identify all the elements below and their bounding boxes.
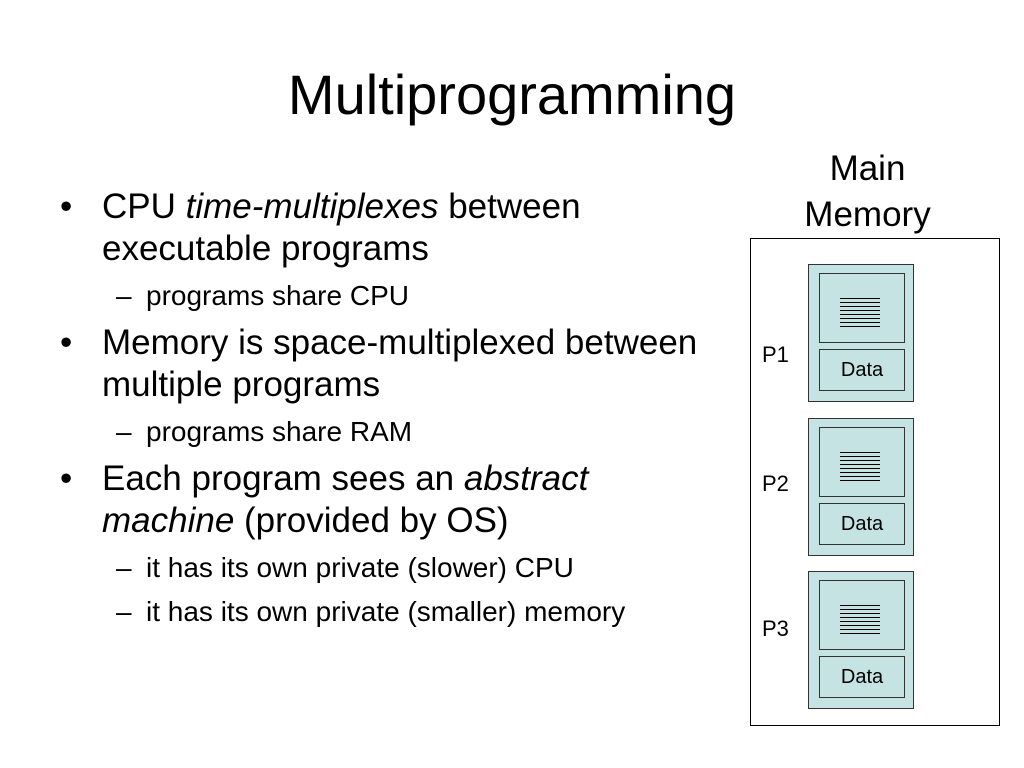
sub-bullet-marker: – [116, 552, 132, 583]
main-memory-box [750, 238, 1000, 726]
sub-bullet-2-1-text: programs share RAM [146, 416, 413, 447]
bullet-marker: • [60, 459, 73, 498]
process-label-p1: P1 [762, 342, 789, 367]
main-memory-label-line1: Main [829, 149, 906, 188]
sub-bullet-3-2-text: it has its own private (smaller) memory [146, 596, 626, 627]
process-block-p2: Data [808, 418, 914, 556]
sub-bullet-1-1-text: programs share CPU [146, 280, 409, 311]
code-segment [819, 427, 905, 497]
bullet-3: • Each program sees an abstract machine … [60, 458, 700, 542]
bullet-2-text: Memory is space-multiplexed between mult… [102, 323, 698, 404]
code-lines-icon [840, 605, 880, 635]
process-label-p2: P2 [762, 471, 789, 496]
bullet-1: • CPU time-multiplexes between executabl… [60, 186, 700, 270]
sub-bullet-marker: – [116, 280, 132, 311]
bullet-list: • CPU time-multiplexes between executabl… [60, 186, 700, 638]
slide-title: Multiprogramming [287, 63, 737, 126]
bullet-1-text-b: time-multiplexes [185, 187, 439, 226]
sub-bullet-3-1-text: it has its own private (slower) CPU [146, 552, 574, 583]
code-lines-icon [840, 452, 880, 482]
sub-bullet-marker: – [116, 416, 132, 447]
sub-bullet-3-2: – it has its own private (smaller) memor… [116, 594, 666, 630]
bullet-3-text-b: abstract machine [102, 459, 589, 540]
code-segment [819, 580, 905, 650]
bullet-marker: • [60, 187, 73, 226]
sub-bullet-1-1: – programs share CPU [116, 278, 666, 314]
bullet-2: • Memory is space-multiplexed between mu… [60, 322, 700, 406]
process-label-p3: P3 [762, 616, 789, 641]
code-segment [819, 273, 905, 343]
bullet-1-text-c: between executable programs [102, 187, 581, 268]
bullet-3-text-a: Each program sees an [102, 459, 464, 498]
data-segment: Data [819, 503, 905, 545]
bullet-1-text-a: CPU [102, 187, 186, 226]
sub-bullet-marker: – [116, 596, 132, 627]
bullet-3-text-c: (provided by OS) [234, 501, 509, 540]
process-block-p3: Data [808, 571, 914, 709]
data-segment: Data [819, 656, 905, 698]
bullet-marker: • [60, 323, 73, 362]
data-segment: Data [819, 349, 905, 391]
process-block-p1: Data [808, 264, 914, 402]
main-memory-label-line2: Memory [804, 195, 931, 234]
sub-bullet-3-1: – it has its own private (slower) CPU [116, 550, 666, 586]
main-memory-label: Main Memory [780, 146, 955, 238]
code-lines-icon [840, 298, 880, 328]
sub-bullet-2-1: – programs share RAM [116, 414, 666, 450]
